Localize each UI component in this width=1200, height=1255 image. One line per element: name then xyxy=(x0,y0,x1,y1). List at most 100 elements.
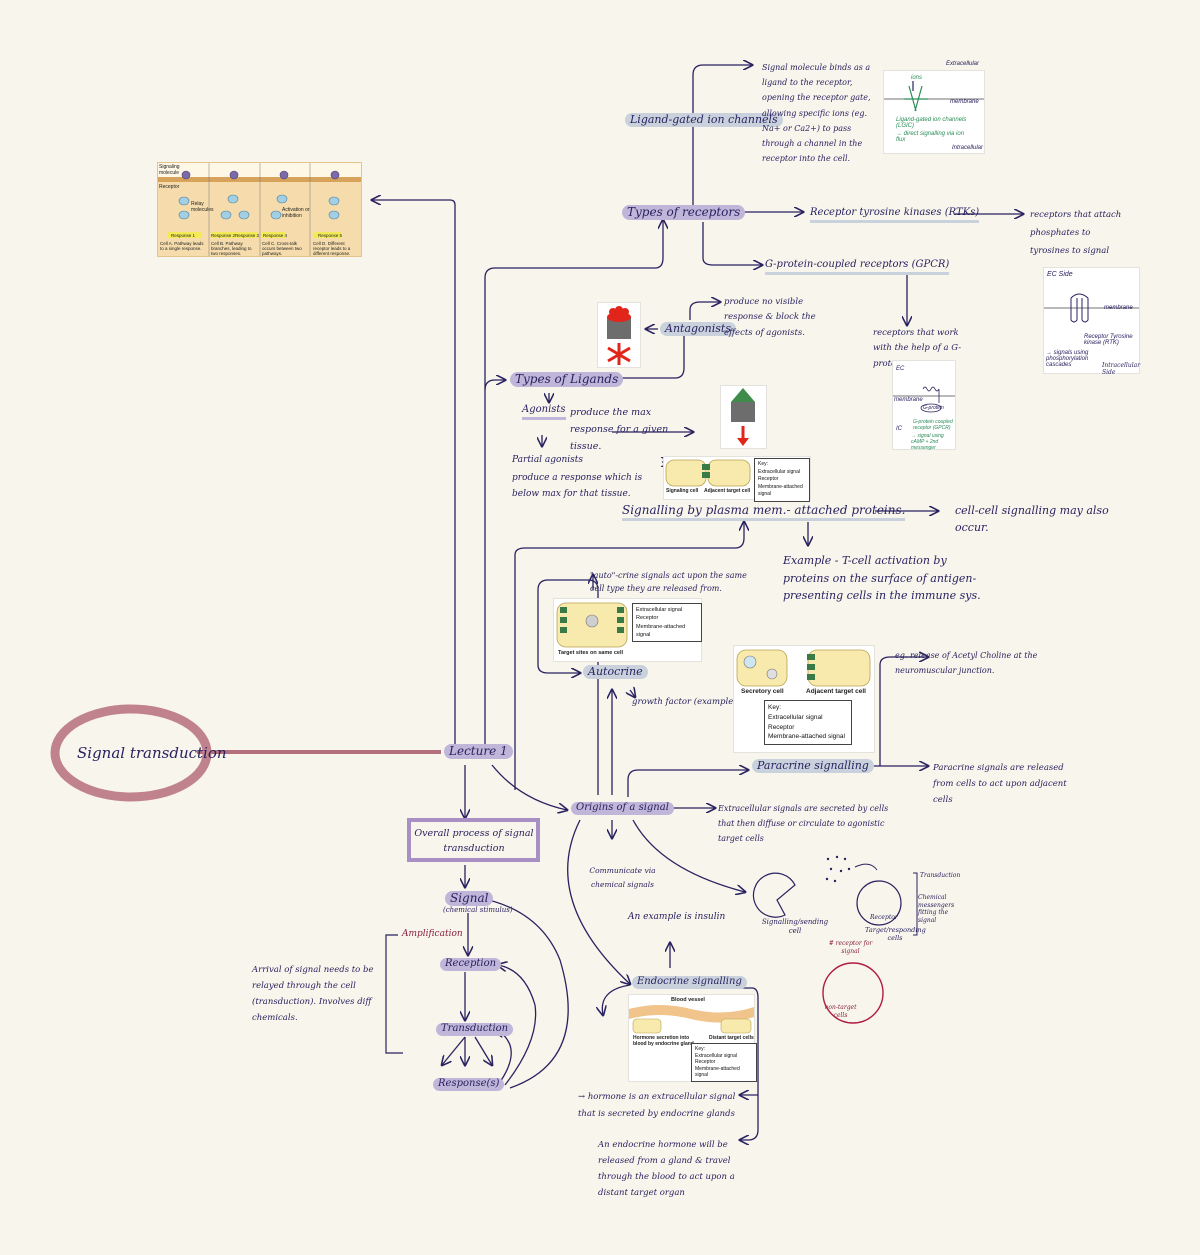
signal-node[interactable]: Signal xyxy=(445,891,494,906)
pathways-caption-d: Cell D. Different receptor leads to a di… xyxy=(313,241,351,256)
membrane-signalling-node[interactable]: Signalling by plasma mem.- attached prot… xyxy=(622,503,906,521)
lgic-ions: ions xyxy=(911,75,923,81)
origins-sketch xyxy=(752,855,918,1024)
endocrine-distant-cell: Distant target cells xyxy=(709,1035,754,1041)
partial-agonists-note: produce a response which is below max fo… xyxy=(512,473,643,500)
rtk-node[interactable]: Receptor tyrosine kinases (RTKs) xyxy=(810,207,980,223)
juxtacrine-adjacent-cell: Adjacent target cell xyxy=(704,488,751,494)
ligand-gated-note: Signal molecule binds as a ligand to the… xyxy=(762,63,871,164)
gpcr-ic: IC xyxy=(896,426,902,432)
autocrine-target-sites: Target sites on same cell xyxy=(558,650,624,656)
sketch-sending-cell: Signalling/sending cell xyxy=(761,918,829,935)
rtk-note: receptors that attach phosphates to tyro… xyxy=(1030,210,1122,256)
agonists-node[interactable]: Agonists xyxy=(522,404,566,420)
lgic-extracellular: Extracellular xyxy=(946,61,980,67)
gpcr-effect: → signal using cAMP + 2nd messenger xyxy=(911,433,944,451)
rtk-intracellular: Intracellular Side xyxy=(1102,362,1141,376)
growth-factor-note: growth factor (example) xyxy=(632,697,737,707)
sketch-messengers: Chemical messengers fitting the signal xyxy=(918,894,955,924)
hormone-note: → hormone is an extracellular signal tha… xyxy=(578,1092,736,1119)
gpcr-g-protein: G-protein xyxy=(923,405,944,411)
origins-node[interactable]: Origins of a signal xyxy=(571,802,674,815)
endocrine-blood-vessel: Blood vessel xyxy=(671,997,705,1003)
relay-note: Arrival of signal needs to be relayed th… xyxy=(252,965,374,1024)
pathways-response-3: Response 3 xyxy=(235,233,260,238)
pathways-response-2: Response 2 xyxy=(211,233,236,238)
paracrine-drawing xyxy=(736,649,871,687)
cell-cell-note: cell-cell signalling may also occur. xyxy=(955,504,1109,534)
juxtacrine-key: Key: Extracellular signal Receptor Membr… xyxy=(754,458,810,502)
reception-node[interactable]: Reception xyxy=(440,958,502,971)
rtk-membrane: membrane xyxy=(1104,305,1133,311)
pathways-response-1: Response 1 xyxy=(171,233,196,238)
autocrine-node[interactable]: Autocrine xyxy=(583,665,648,679)
responses-node[interactable]: Response(s) xyxy=(433,1078,505,1091)
communicate-note: Communicate via chemical signals xyxy=(589,866,656,889)
lgic-sketch: Extracellular ions membrane Ligand-gated… xyxy=(883,61,985,154)
sketch-non-target: non-target cells xyxy=(824,1004,857,1019)
gpcr-node[interactable]: G-protein-coupled receptors (GPCR) xyxy=(765,259,950,275)
paracrine-adjacent-cell: Adjacent target cell xyxy=(806,688,866,695)
gpcr-drawing xyxy=(893,386,955,413)
paracrine-secretory-cell: Secretory cell xyxy=(741,688,784,695)
rtk-drawing xyxy=(1044,293,1139,323)
gpcr-label: G-protein coupled receptor (GPCR) xyxy=(913,419,953,431)
antagonists-note: produce no visible response & block the … xyxy=(724,297,816,338)
signal-note: (chemical stimulus) xyxy=(443,906,513,914)
gpcr-note: receptors that work with the help of a G… xyxy=(873,328,962,369)
rtk-label: Receptor Tyrosine kinase (RTK) xyxy=(1084,334,1133,346)
lecture-node[interactable]: Lecture 1 xyxy=(444,744,513,759)
juxtacrine-key-title: Key: xyxy=(758,461,769,467)
antagonist-image xyxy=(597,302,641,368)
pathways-sketch xyxy=(168,163,342,256)
endocrine-node[interactable]: Endocrine signalling xyxy=(632,976,747,989)
pathways-header-receptor: Receptor xyxy=(159,184,180,190)
ligand-gated-node[interactable]: Ligand-gated ion channels xyxy=(625,113,783,127)
pathways-figure: Signaling molecule Receptor Relay molecu… xyxy=(157,162,362,257)
overall-process-label: Overall process of signal transduction xyxy=(414,828,534,855)
types-of-receptors-node[interactable]: Types of receptors xyxy=(622,205,746,220)
travel-note: An endocrine hormone will be released fr… xyxy=(598,1140,735,1199)
pathways-response-4: Response 4 xyxy=(263,233,288,238)
paracrine-node[interactable]: Paracrine signalling xyxy=(752,759,874,773)
sketch-no-receptor: # receptor for signal xyxy=(828,940,873,955)
autocrine-note: "auto"-crine signals act upon the same c… xyxy=(590,571,747,593)
paracrine-example: eg. release of Acetyl Choline at the neu… xyxy=(895,651,1038,676)
juxtacrine-key-membrane: Membrane-attached signal xyxy=(758,483,803,498)
endocrine-key-membrane: Membrane-attached signal xyxy=(695,1065,740,1079)
sketch-receptor: Receptor xyxy=(870,914,898,921)
rtk-sketch: EC Side membrane Receptor Tyrosine kinas… xyxy=(1043,267,1140,374)
gpcr-membrane: membrane xyxy=(894,397,923,403)
tcell-example: Example - T-cell activation by proteins … xyxy=(783,554,981,603)
types-of-ligands-node[interactable]: Types of Ligands xyxy=(510,372,624,387)
endocrine-key: Key: Extracellular signal Receptor Membr… xyxy=(691,1043,757,1082)
pathways-caption-b: Cell B. Pathway branches, leading to two… xyxy=(211,241,252,256)
agonist-image xyxy=(720,385,767,449)
agonist-drawing xyxy=(731,388,755,446)
partial-agonists-node[interactable]: Partial agonists xyxy=(512,455,583,465)
endocrine-figure: Blood vessel Hormone secretion into bloo… xyxy=(628,994,757,1082)
gpcr-sketch: EC membrane G-protein IC G-protein coupl… xyxy=(892,360,956,451)
autocrine-key-extracellular: Extracellular signal xyxy=(636,607,683,613)
antagonists-node[interactable]: Antagonists xyxy=(660,322,736,336)
autocrine-figure: Target sites on same cell Extracellular … xyxy=(553,598,702,662)
transduction-node[interactable]: Transduction xyxy=(436,1023,514,1036)
central-title[interactable]: Signal transduction xyxy=(77,744,227,762)
pathways-response-5: Response 5 xyxy=(318,233,343,238)
lgic-effect: → direct signalling via ion flux xyxy=(896,131,965,143)
juxtacrine-drawing xyxy=(665,459,751,487)
pathways-relay: Relay molecules xyxy=(191,201,214,213)
lgic-membrane: membrane xyxy=(950,99,979,105)
paracrine-figure: Secretory cell Adjacent target cell Key:… xyxy=(733,645,875,753)
overall-process-box[interactable] xyxy=(407,818,540,862)
juxtacrine-figure: Signaling cell Adjacent target cell Key:… xyxy=(663,456,811,502)
insulin-note: An example is insulin xyxy=(628,912,726,922)
endocrine-key-receptor: Receptor xyxy=(695,1059,716,1065)
endocrine-hormone-secretion: Hormone secretion into blood by endocrin… xyxy=(633,1035,694,1047)
sketch-target-cells: Target/responding cells xyxy=(865,926,926,943)
autocrine-key-membrane: Membrane-attached signal xyxy=(636,623,686,638)
lgic-label: Ligand-gated ion channels (LGIC) xyxy=(896,117,967,129)
paracrine-key-membrane: Membrane-attached signal xyxy=(768,733,845,741)
agonists-note: produce the max response for a given tis… xyxy=(570,407,669,453)
pathways-caption-a: Cell A. Pathway leads to a single respon… xyxy=(160,241,204,251)
